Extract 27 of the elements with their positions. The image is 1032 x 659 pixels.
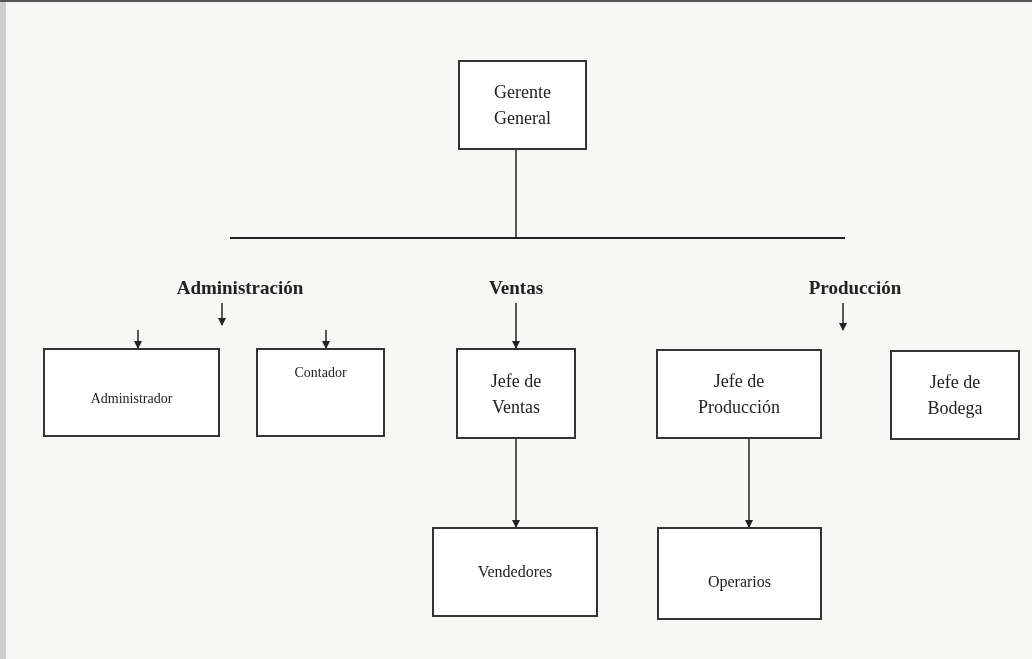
department-heading: Producción xyxy=(808,275,902,300)
arrow xyxy=(512,438,520,528)
position-box xyxy=(657,527,822,620)
arrow xyxy=(134,329,142,349)
position-title: Jefe de Bodega xyxy=(926,371,984,420)
position-title: Gerente General xyxy=(493,81,552,130)
position-title: Jefe de Producción xyxy=(697,370,781,419)
position-box xyxy=(656,349,822,439)
department-heading: Administración xyxy=(176,275,304,300)
position-title: Operarios xyxy=(707,571,772,593)
position-box xyxy=(456,348,576,439)
department-heading: Ventas xyxy=(488,275,544,300)
position-title: Vendedores xyxy=(477,562,553,582)
arrow xyxy=(745,438,753,528)
position-box xyxy=(432,527,598,617)
arrow xyxy=(322,329,330,349)
connector-line xyxy=(515,149,517,238)
position-box xyxy=(43,348,220,437)
arrow xyxy=(512,302,520,349)
position-title: Administrador xyxy=(90,390,173,408)
position-title: Contador xyxy=(294,364,347,382)
arrow xyxy=(218,302,226,326)
position-box xyxy=(890,350,1020,440)
position-box xyxy=(458,60,587,150)
arrow xyxy=(839,302,847,331)
position-title: Jefe de Ventas xyxy=(489,369,543,419)
position-box xyxy=(256,348,385,437)
